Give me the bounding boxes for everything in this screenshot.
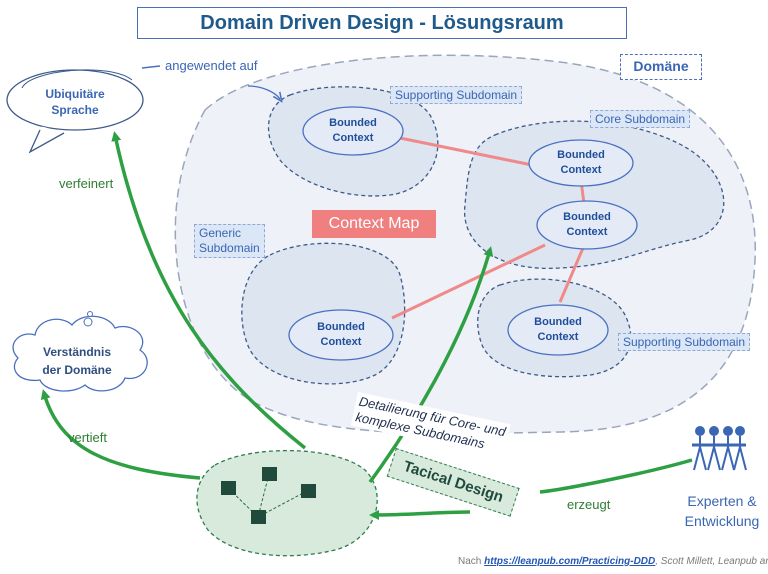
arrow-generated [539,458,693,494]
bounded-context-2 [528,139,634,187]
supporting-subdomain-bottom-label: Supporting Subdomain [618,333,751,351]
relation-line-4 [558,247,585,303]
relation-line-3 [391,243,546,320]
ubiquitous-language-bubble [6,69,144,154]
context-map-label: Context Map [312,210,436,238]
tactical-node-1 [221,481,236,495]
domain-label: Domäne [620,54,702,80]
arrow-to-tactical [369,509,471,520]
tactical-node-2 [262,467,277,481]
edge-label-generated: erzeugt [567,497,611,512]
tactical-design-region [196,449,378,557]
page-title: Domain Driven Design - Lösungsraum [137,7,627,39]
understanding-cloud [12,311,148,392]
edge-label-deepened: vertieft [68,430,108,445]
core-subdomain-region [463,120,725,270]
source-footer: Nach https://leanpub.com/Practicing-DDD,… [458,556,768,567]
experts-icon [692,426,747,471]
bounded-context-1 [302,106,404,156]
edge-label-applied: angewendet auf [165,58,258,73]
supporting-subdomain-top-label: Supporting Subdomain [390,86,523,104]
arrow-detailing [368,246,494,484]
bounded-context-3 [536,200,638,250]
edge-label-refined: verfeinert [59,176,114,191]
experts-label: Experten &Entwicklung [684,493,760,529]
bounded-context-5 [507,304,609,356]
source-link[interactable]: https://leanpub.com/Practicing-DDD [484,556,656,567]
tactical-node-3 [301,484,316,498]
core-subdomain-label: Core Subdomain [590,110,691,128]
arrow-refined [111,131,307,450]
tactical-node-4 [251,510,266,524]
arrow-deepened [40,389,201,480]
relation-line-1 [399,136,533,167]
arrow-applied [247,85,280,99]
bounded-context-4 [288,309,394,361]
